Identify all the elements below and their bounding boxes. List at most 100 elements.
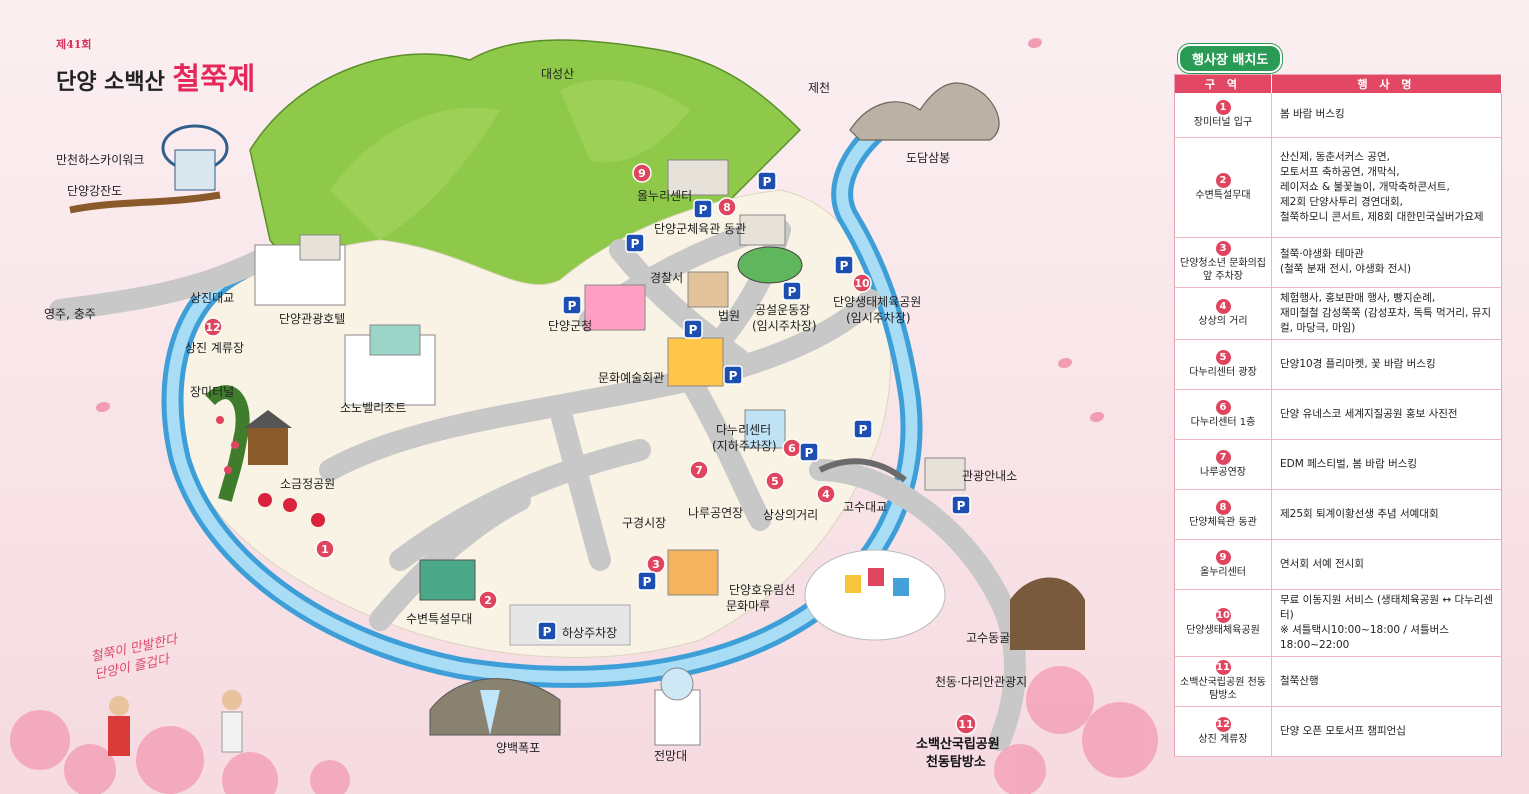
- svg-text:P: P: [568, 299, 577, 313]
- label-observatory: 전망대: [654, 749, 687, 763]
- parking-icon: P: [782, 281, 802, 301]
- label-aquarium-2: 문화마루: [726, 599, 770, 613]
- festival-name-highlight: 철쭉제: [172, 62, 256, 97]
- legend-event-cell: 산신제, 동춘서커스 공연, 모토서프 축하공연, 개막식, 레이저쇼 & 불꽃놀이…: [1271, 137, 1502, 238]
- svg-text:P: P: [729, 369, 738, 383]
- legend-zone-label: 단양체육관 동관: [1189, 516, 1257, 528]
- legend-event-line: 체험행사, 홍보판매 행사, 빵지순례,: [1280, 291, 1436, 304]
- legend-event-line: 철쭉·야생화 테마관: [1280, 248, 1364, 260]
- svg-text:P: P: [631, 237, 640, 251]
- legend-event-line: 레이저쇼 & 불꽃놀이, 개막축하콘서트,: [1280, 180, 1450, 193]
- court-building: [687, 271, 729, 308]
- parking-icon: P: [757, 171, 777, 191]
- festival-map: 대성산 제천 도담삼봉 만천하스카이워크 단양강잔도 영주, 충주 상진대교 상…: [10, 39, 1158, 794]
- legend-event-cell: 단양10경 플리마켓, 꽃 바람 버스킹: [1271, 339, 1502, 390]
- legend-zone-label: 단양생태체육공원: [1186, 625, 1260, 636]
- label-county: 단양군청: [548, 319, 592, 333]
- label-gym: 단양군체육관 동관: [654, 222, 746, 236]
- parking-icon: P: [683, 319, 703, 339]
- petal-decoration: [96, 402, 110, 412]
- svg-text:12: 12: [205, 321, 220, 334]
- legend-event-cell: 체험행사, 홍보판매 행사, 빵지순례,재미철철 감성쭉쭉 (감성포차, 독특 …: [1271, 287, 1502, 340]
- legend-title: 행사장 배치도: [1178, 44, 1283, 73]
- legend-zone-label: 상상의 거리: [1198, 315, 1248, 327]
- parking-icon: P: [562, 295, 582, 315]
- label-eco-1: 단양생태체육공원: [833, 295, 921, 309]
- parking-icon: P: [537, 621, 557, 641]
- legend-event-line: 단양10경 플리마켓, 꽃 바람 버스킹: [1280, 357, 1436, 370]
- svg-text:3: 3: [652, 558, 660, 571]
- label-stadium-1: 공설운동장: [755, 303, 810, 317]
- legend-event-line: 철쭉하모니 콘서트, 제8회 대한민국실버가요제: [1280, 210, 1484, 223]
- svg-text:P: P: [643, 575, 652, 589]
- parking-markers: P P P P P P P P P P P P P: [537, 171, 971, 641]
- label-cheondong: 천동·다리안관광지: [935, 674, 1027, 689]
- riverside-stage: [419, 559, 476, 601]
- svg-text:1: 1: [321, 543, 329, 556]
- legend-event-line: 연서회 서예 전시회: [1280, 557, 1364, 570]
- sangsang-zone: [804, 549, 946, 641]
- legend-zone-label: 단양청소년 문화의집 앞 주차장: [1180, 258, 1266, 282]
- gym-building: [739, 214, 786, 246]
- aquarium-building: [667, 549, 719, 596]
- cave: [1010, 577, 1085, 650]
- legend-zone-label: 장미터널 입구: [1193, 117, 1253, 129]
- legend-zone-number: 12: [1215, 716, 1231, 732]
- svg-text:10: 10: [854, 277, 870, 290]
- legend-event-line: 모토서프 축하공연, 개막식,: [1280, 165, 1400, 178]
- marker-2: 2: [478, 590, 498, 610]
- petal-decoration: [1090, 412, 1104, 422]
- legend-zone-label: 수변특설무대: [1195, 189, 1251, 201]
- svg-text:6: 6: [788, 442, 796, 455]
- legend-event-cell: 연서회 서예 전시회: [1271, 539, 1502, 590]
- label-narugong: 나루공연장: [688, 506, 743, 520]
- legend-event-cell: EDM 페스티벌, 봄 바람 버스킹: [1271, 439, 1502, 490]
- legend-zone-cell: 3 단양청소년 문화의집 앞 주차장: [1174, 237, 1272, 288]
- legend-event-line: 산신제, 동춘서커스 공연,: [1280, 150, 1390, 163]
- legend-event-line: 단양 유네스코 세계지질공원 홍보 사진전: [1280, 407, 1458, 420]
- label-danuri-1: 다누리센터: [716, 423, 771, 437]
- legend-col-event: 행 사 명: [1271, 74, 1502, 93]
- label-eco-2: (임시주차장): [846, 311, 911, 325]
- legend-event-cell: 철쭉산행: [1271, 656, 1502, 707]
- dodam-rocks: [849, 82, 1000, 141]
- svg-text:11: 11: [958, 718, 973, 731]
- svg-text:P: P: [689, 323, 698, 337]
- label-gosu-bridge: 고수대교: [843, 500, 887, 514]
- label-danyang-gangjando: 단양강잔도: [67, 184, 122, 198]
- marker-5: 5: [765, 471, 785, 491]
- legend-zone-label: 다누리센터 광장: [1189, 366, 1257, 378]
- parking-icon: P: [625, 233, 645, 253]
- svg-text:P: P: [805, 446, 814, 460]
- legend-event-cell: 봄 바람 버스킹: [1271, 93, 1502, 138]
- legend-zone-number: 3: [1215, 241, 1231, 256]
- legend-zone-label: 나루공연장: [1200, 466, 1246, 478]
- legend-zone-number: 11: [1215, 660, 1231, 675]
- legend-row: 3 단양청소년 문화의집 앞 주차장 철쭉·야생화 테마관 (철쭉 분재 전시, 야생…: [1174, 237, 1502, 288]
- legend-event-line: ※ 셔틀택시10:00~18:00 / 셔틀버스18:00~22:00: [1280, 623, 1449, 651]
- svg-text:P: P: [763, 175, 772, 189]
- label-sobaeksan-2: 천동탐방소: [926, 754, 986, 770]
- map-labels: 대성산 제천 도담삼봉 만천하스카이워크 단양강잔도 영주, 충주 상진대교 상…: [44, 67, 1027, 770]
- legend-zone-number: 6: [1215, 399, 1231, 415]
- festival-name: 단양 소백산 철쭉제: [56, 54, 255, 98]
- petal-decoration: [1058, 358, 1072, 368]
- legend-zone-number: 8: [1215, 499, 1231, 515]
- legend-col-zone: 구 역: [1174, 74, 1272, 93]
- svg-text:2: 2: [484, 594, 492, 607]
- legend-event-line: (철쭉 분재 전시, 야생화 전시): [1280, 263, 1412, 275]
